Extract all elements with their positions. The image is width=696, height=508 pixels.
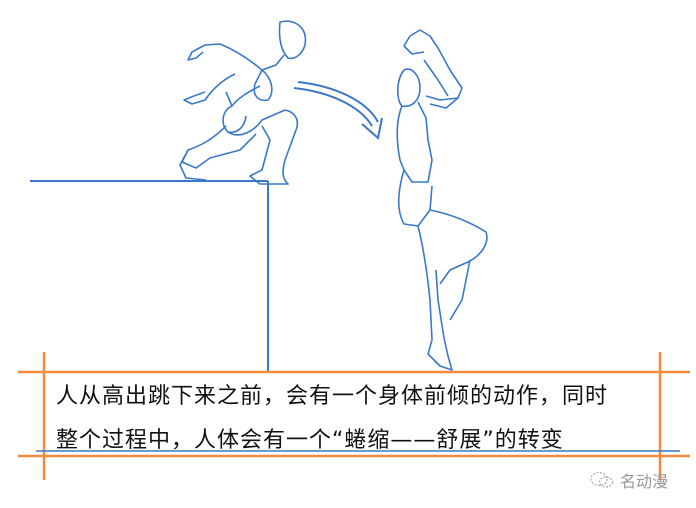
guide-lines <box>18 352 690 480</box>
caption-line-2: 整个过程中，人体会有一个“蜷缩——舒展”的转变 <box>56 428 564 453</box>
watermark-text: 名动漫 <box>620 472 669 491</box>
ledge <box>30 180 269 372</box>
watermark: 名动漫 <box>590 468 668 492</box>
crouching-figure <box>179 20 307 185</box>
caption-line-1: 人从高出跳下来之前，会有一个身体前倾的动作，同时 <box>56 384 609 409</box>
landing-figure <box>396 29 488 371</box>
motion-arrow <box>293 81 383 140</box>
wechat-icon <box>590 471 614 488</box>
